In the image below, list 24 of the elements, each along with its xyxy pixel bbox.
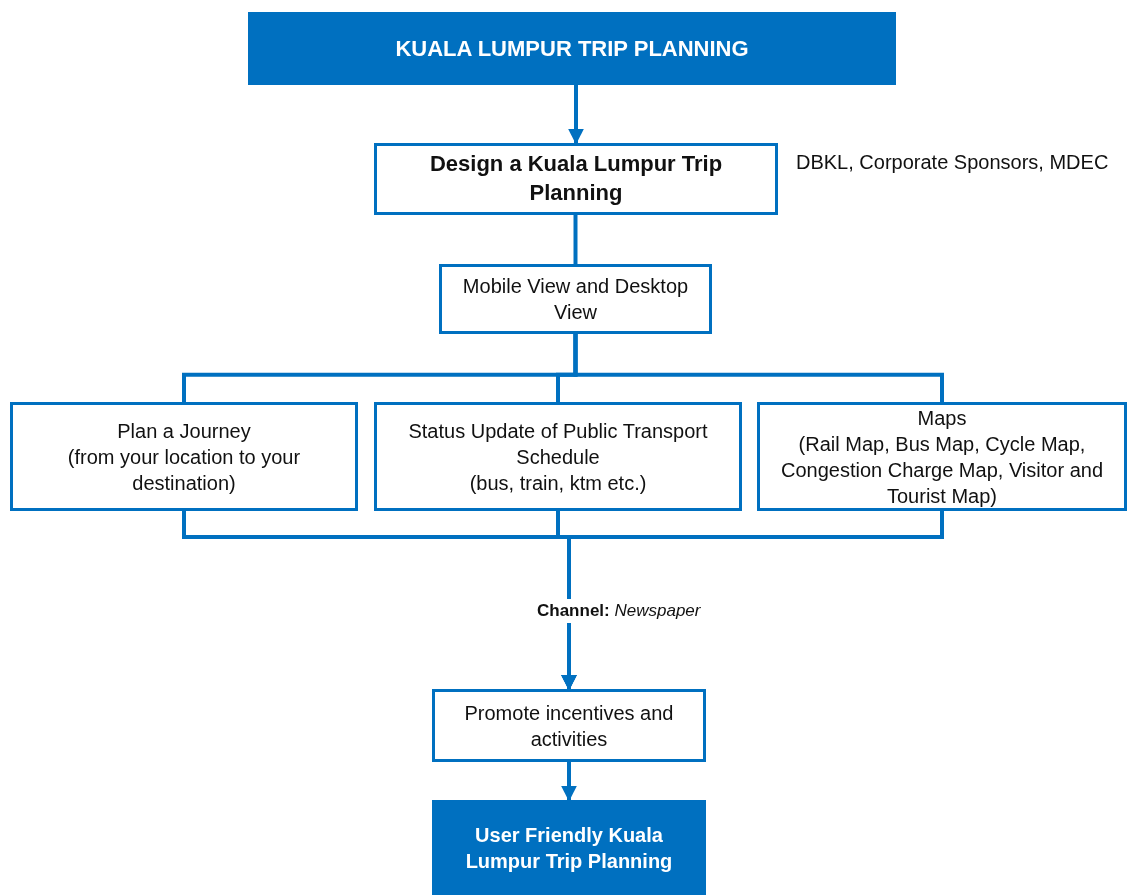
box-text: (bus, train, ktm etc.) xyxy=(469,470,647,496)
box-text: Promote incentives and activities xyxy=(463,700,675,752)
process-box xyxy=(432,689,706,762)
box-text: User Friendly Kuala Lumpur Trip Planning xyxy=(464,822,674,874)
box-text: (Rail Map, Bus Map, Cycle Map, Congestion Charge Map, Visitor and Tourist Map) xyxy=(779,431,1104,509)
connector-line xyxy=(573,334,944,402)
process-box xyxy=(374,143,778,215)
result-box xyxy=(432,800,706,895)
box-text: Maps xyxy=(917,405,967,431)
box-text: Status Update of Public Transport Schedule xyxy=(407,418,709,470)
box-text: Design a Kuala Lumpur Trip Planning xyxy=(428,150,724,207)
box-text: Plan a Journey xyxy=(117,418,251,444)
connector-line xyxy=(573,215,578,264)
process-box xyxy=(10,402,358,511)
box-text: Mobile View and Desktop View xyxy=(461,274,690,325)
process-box xyxy=(374,402,742,511)
arrow xyxy=(561,762,577,802)
title-banner: KUALA LUMPUR TRIP PLANNING xyxy=(248,12,896,85)
process-box xyxy=(757,402,1127,511)
side-note: DBKL, Corporate Sponsors, MDEC xyxy=(796,150,1110,175)
process-box xyxy=(439,264,712,334)
edge-label: Channel: Newspaper xyxy=(537,599,701,623)
arrow xyxy=(568,85,584,145)
box-text: (from your location to your destination) xyxy=(66,444,302,496)
